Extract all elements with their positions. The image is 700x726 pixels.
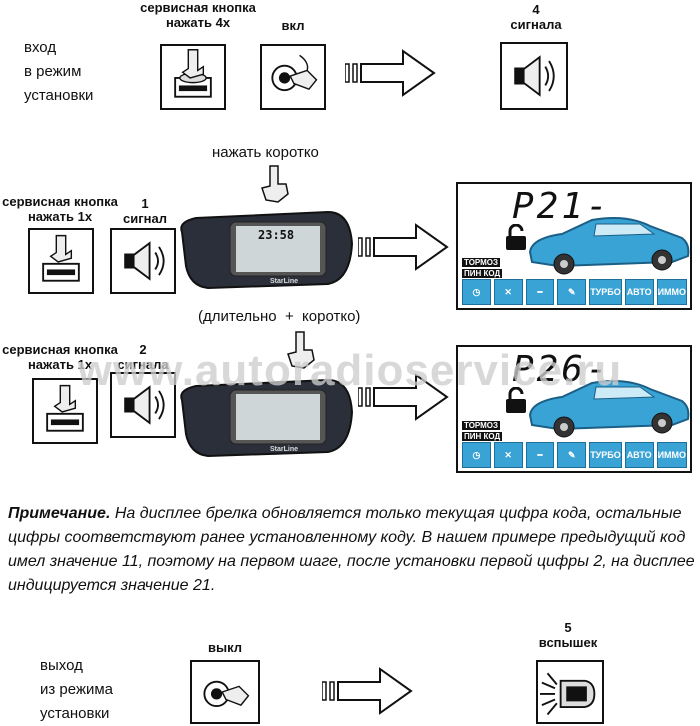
siren-icon <box>500 42 568 110</box>
fan-icon: ✕ <box>493 442 523 468</box>
service-button-label-2: сервисная кнопка нажать 1х <box>2 194 118 224</box>
long-short-label: (длительно + коротко) <box>198 308 361 325</box>
service-button-press-icon <box>28 228 94 294</box>
unlock-icon <box>506 224 526 250</box>
lcd-display-p26: P26- ТОРМОЗ ПИН КОД ◷ ✕ ┅ ✎ ТУРБО АВТО И… <box>456 345 692 473</box>
turbo-button: ТУРБО <box>589 442 622 468</box>
fan-icon: ✕ <box>493 279 523 305</box>
unlock-icon <box>506 387 526 413</box>
turbo-button: ТУРБО <box>589 279 622 305</box>
auto-button: АВТО <box>624 279 654 305</box>
lcd-button-row: ◷ ✕ ┅ ✎ ТУРБО АВТО ИММО <box>462 442 688 468</box>
fob-brand: StarLine <box>270 446 299 453</box>
level-icon: ┅ <box>525 279 555 305</box>
key-fob: StarLine <box>178 372 354 462</box>
key-fob: 23:58 StarLine <box>178 204 354 294</box>
car-icon <box>528 380 690 438</box>
ignition-off-label: выкл <box>207 640 243 655</box>
pointing-finger-icon <box>261 165 289 203</box>
result-signals-label: 4 сигнала <box>510 2 562 32</box>
service-button-label-3: сервисная кнопка нажать 1х <box>2 342 118 372</box>
enter-setup-text: вход в режим установки <box>24 39 94 104</box>
arrow-right-icon <box>345 48 437 98</box>
note-text: На дисплее брелка обновляется только тек… <box>8 505 695 594</box>
immo-button: ИММО <box>656 279 688 305</box>
note-paragraph: Примечание. На дисплее брелка обновляетс… <box>8 502 698 598</box>
lcd-button-row: ◷ ✕ ┅ ✎ ТУРБО АВТО ИММО <box>462 279 688 305</box>
lcd-display-p21: P21- ТОРМОЗ ПИН КОД ◷ ✕ ┅ ✎ ТУРБО АВТО И… <box>456 182 692 310</box>
auto-button: АВТО <box>624 442 654 468</box>
arrow-right-icon <box>322 666 414 716</box>
clock-icon: ◷ <box>462 442 491 468</box>
turn-signal-flash-icon <box>536 660 604 724</box>
car-icon <box>528 217 690 275</box>
arrow-right-icon <box>358 372 450 422</box>
pin-code-tag: ПИН КОД <box>462 432 503 441</box>
clock-icon: ◷ <box>462 279 491 305</box>
ignition-key-icon <box>260 44 326 110</box>
brake-tag: ТОРМОЗ <box>462 421 501 430</box>
brake-tag: ТОРМОЗ <box>462 258 501 267</box>
two-signals-label: 2 сигнала <box>117 342 169 372</box>
fob-brand: StarLine <box>270 278 299 285</box>
pin-code-tag: ПИН КОД <box>462 269 503 278</box>
wrench-icon: ✎ <box>557 279 587 305</box>
exit-setup-text: выход из режима установки <box>40 657 114 722</box>
arrow-right-icon <box>358 222 450 272</box>
siren-icon <box>110 372 176 438</box>
note-title: Примечание. <box>8 505 111 522</box>
one-signal-label: 1 сигнал <box>123 196 167 226</box>
result-flashes-label: 5 вспышек <box>538 620 598 650</box>
wrench-icon: ✎ <box>557 442 587 468</box>
immo-button: ИММО <box>656 442 688 468</box>
press-short-label: нажать коротко <box>212 144 319 161</box>
ignition-key-icon <box>190 660 260 724</box>
level-icon: ┅ <box>525 442 555 468</box>
service-button-label: сервисная кнопка нажать 4х <box>140 0 256 30</box>
siren-icon <box>110 228 176 294</box>
service-button-press-icon <box>32 378 98 444</box>
service-button-press-icon <box>160 44 226 110</box>
watermark: www.autoradioservice.ru <box>77 346 623 395</box>
pointing-finger-icon <box>287 331 315 369</box>
fob-clock: 23:58 <box>258 228 295 242</box>
ignition-on-label: вкл <box>281 18 305 33</box>
